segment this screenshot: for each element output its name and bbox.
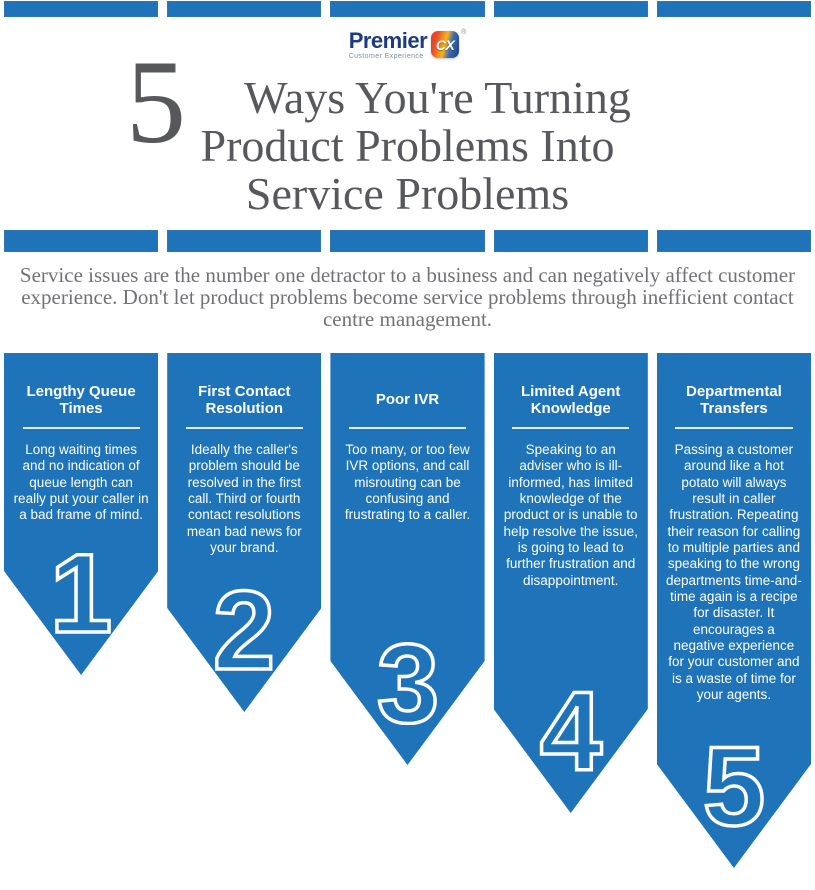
heading-separator: [23, 427, 140, 429]
divider-bar: [167, 230, 322, 252]
ribbon-heading: Limited Agent Knowledge: [520, 382, 621, 417]
svg-text:2: 2: [213, 584, 275, 672]
page-title: Ways You're Turning Product Problems Int…: [0, 74, 815, 218]
divider-bar: [656, 230, 812, 252]
cx-badge-icon: CX: [431, 31, 460, 58]
divider-bar-row-middle: [4, 230, 812, 252]
divider-bar: [4, 230, 159, 252]
logo-text: Premier Customer Experience: [348, 28, 428, 61]
divider-bar: [493, 230, 648, 252]
title-line-1: Ways You're Turning: [244, 72, 631, 123]
title-big-number: 5: [126, 35, 186, 168]
heading-separator: [512, 427, 629, 429]
ribbon-body-text: Ideally the caller's problem should be r…: [186, 442, 302, 555]
svg-text:3: 3: [376, 637, 438, 725]
ribbon-poor-ivr: Poor IVR Too many, or too few IVR option…: [330, 353, 484, 765]
ribbon-limited-agent-knowledge: Limited Agent Knowledge Speaking to an a…: [494, 353, 648, 813]
heading-separator: [186, 427, 303, 429]
ribbon-heading: Poor IVR: [375, 391, 440, 409]
title-line-3: Service Problems: [245, 168, 570, 219]
ribbon-lengthy-queue-times: Lengthy Queue Times Long waiting times a…: [4, 353, 158, 675]
ribbon-number: 5: [657, 740, 811, 828]
heading-separator: [675, 427, 792, 429]
divider-bar-row-top: [4, 1, 812, 17]
premier-cx-logo: Premier Customer Experience CX ®: [0, 28, 815, 61]
divider-bar: [167, 1, 322, 17]
ribbon-body-text: Too many, or too few IVR options, and ca…: [344, 442, 471, 523]
cx-badge-label: CX: [435, 36, 455, 53]
ribbon-number: 3: [330, 637, 484, 725]
svg-text:5: 5: [703, 740, 765, 828]
divider-bar: [656, 1, 812, 17]
ribbon-heading: First Contact Resolution: [198, 382, 291, 417]
divider-bar: [330, 230, 485, 252]
ribbon-row: Lengthy Queue Times Long waiting times a…: [4, 353, 811, 868]
ribbon-body-text: Speaking to an adviser who is ill-inform…: [503, 442, 638, 588]
ribbon-number: 1: [4, 547, 158, 635]
ribbon-first-contact-resolution: First Contact Resolution Ideally the cal…: [167, 353, 321, 712]
svg-text:1: 1: [50, 547, 112, 635]
ribbon-body-text: Passing a customer around like a hot pot…: [666, 442, 802, 702]
divider-bar: [330, 1, 485, 17]
ribbon-number: 2: [167, 584, 321, 672]
ribbon-number: 4: [494, 685, 648, 773]
intro-paragraph: Service issues are the number one detrac…: [19, 263, 796, 331]
ribbon-heading: Lengthy Queue Times: [26, 382, 136, 417]
svg-text:4: 4: [540, 685, 602, 773]
divider-bar: [4, 1, 159, 17]
registered-mark: ®: [461, 29, 467, 36]
title-line-2: Product Problems Into: [200, 120, 615, 171]
ribbon-body-text: Long waiting times and no indication of …: [13, 442, 149, 523]
ribbon-heading: Departmental Transfers: [685, 382, 782, 417]
logo-tagline: Customer Experience: [348, 53, 424, 60]
divider-bar: [493, 1, 648, 17]
ribbon-departmental-transfers: Departmental Transfers Passing a custome…: [657, 353, 811, 868]
logo-brand: Premier: [348, 28, 428, 53]
heading-separator: [349, 427, 466, 429]
